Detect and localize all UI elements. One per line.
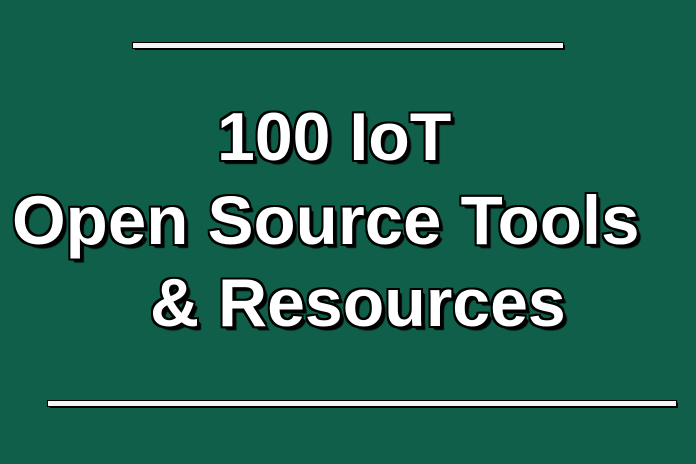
title-line-3: & Resources — [150, 265, 566, 341]
bottom-rule — [48, 401, 676, 406]
title-line-1: 100 IoT — [217, 99, 452, 175]
title-line-2: Open Source Tools — [12, 182, 640, 259]
top-rule — [133, 43, 563, 48]
